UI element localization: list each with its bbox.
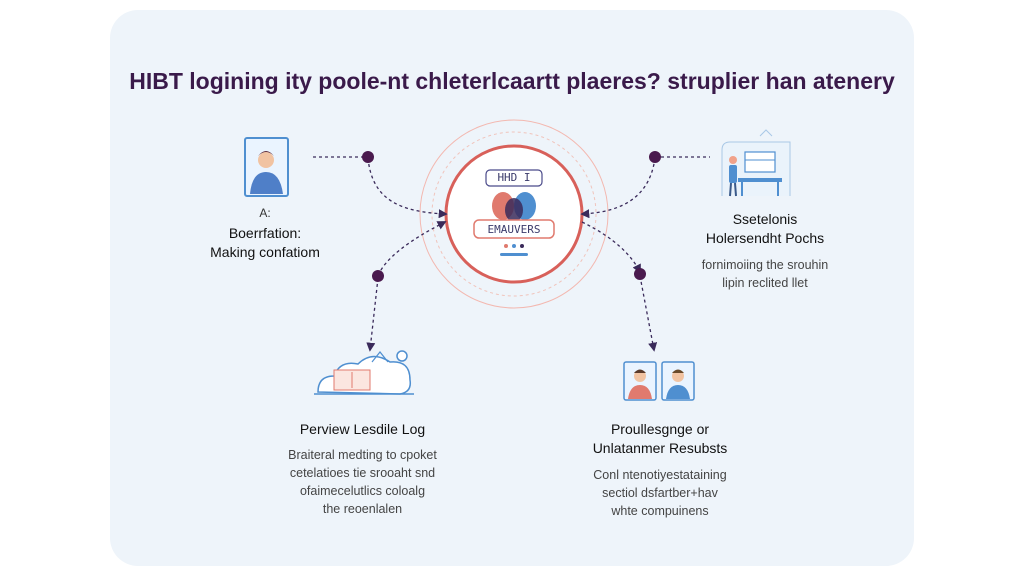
node-bottom-right-desc-1: Conl ntenotiyestataining <box>593 468 727 482</box>
node-dot-top-right <box>649 151 661 163</box>
node-bottom-right-desc-2: sectiol dsfartber+hav <box>602 486 718 500</box>
node-top-right-desc-1: fornimoiing the srouhin <box>701 258 829 272</box>
node-top-left: A: Boerrfation: Making confatiom <box>190 206 340 262</box>
node-top-right-heading-2: Holersendht Pochs <box>705 230 825 246</box>
node-top-right: Ssetelonis Holersendht Pochs fornimoiing… <box>680 210 850 292</box>
connector-bottom-left-line <box>366 277 379 352</box>
connector-bottom-left-arrow <box>377 221 447 277</box>
node-top-left-heading-1: Boerrfation: <box>228 225 302 241</box>
cloud-network-illustration-icon <box>314 350 414 395</box>
hub-mid-ring <box>431 131 597 297</box>
node-bottom-right: Proullesgnge or Unlatanmer Resubsts Conl… <box>570 420 750 520</box>
connector-top-right-arrow <box>580 157 656 219</box>
node-top-right-desc-2: lipin reclited llet <box>722 276 808 290</box>
connector-bottom-right-arrow <box>581 221 641 274</box>
node-bottom-left: Perview Lesdile Log Braiteral medting to… <box>270 420 455 518</box>
connector-top-left-arrow <box>367 157 448 219</box>
node-bottom-left-desc-2: cetelatioes tie srooaht snd <box>289 466 436 480</box>
node-bottom-left-desc-1: Braiteral medting to cpoket <box>288 448 437 462</box>
person-portrait-icon <box>244 137 289 197</box>
node-bottom-right-desc-3: whte compuinens <box>611 504 709 518</box>
hub-people-icon <box>473 169 555 256</box>
connector-bottom-right-line <box>639 275 658 352</box>
hub-tag-bottom: ЕMAUVERS <box>487 223 541 236</box>
node-dot-bottom-left <box>372 270 384 282</box>
node-top-left-heading-2: Making confatiom <box>210 244 320 260</box>
hub-tag-top: HHD I <box>497 171 531 184</box>
node-dot-bottom-right <box>634 268 646 280</box>
node-top-left-label: A: <box>259 206 271 220</box>
diagram-card <box>110 10 914 566</box>
node-top-right-heading-1: Ssetelonis <box>732 211 798 227</box>
hub-outer-ring <box>419 119 609 309</box>
node-bottom-right-heading-1: Proullesgnge or <box>610 421 710 437</box>
node-bottom-left-desc-4: the reoenlalen <box>322 502 403 516</box>
two-persons-icon <box>623 361 695 401</box>
node-bottom-right-heading-2: Unlatanmer Resubsts <box>592 440 728 456</box>
hub <box>419 119 609 309</box>
diagram-title: HIBT logining ity poole-nt chleterlcaart… <box>129 68 895 94</box>
node-bottom-left-heading-1: Perview Lesdile Log <box>299 421 426 437</box>
node-bottom-left-desc-3: ofaimecelutlics coloalg <box>299 484 426 498</box>
office-desk-illustration-icon <box>721 129 791 197</box>
node-dot-top-left <box>362 151 374 163</box>
